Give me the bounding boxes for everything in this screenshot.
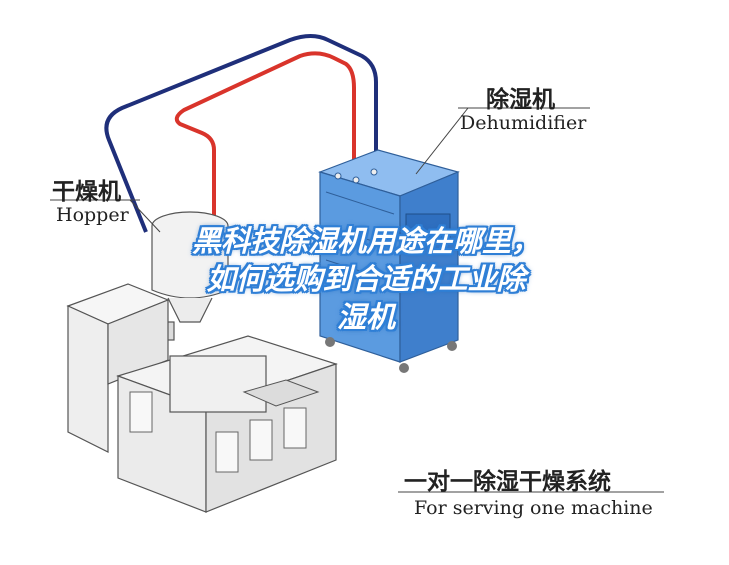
system-label-en: For serving one machine	[414, 497, 653, 519]
dehumidifier-label-en: Dehumidifier	[460, 112, 587, 134]
title-line-3: 湿机	[336, 300, 395, 334]
hopper-label-en: Hopper	[56, 204, 129, 226]
system-label-cn: 一对一除湿干燥系统	[404, 469, 611, 495]
title-line-1: 黑科技除湿机用途在哪里，	[191, 224, 540, 258]
dehumidifier-leader-line	[415, 107, 469, 175]
article-title-overlay: 黑科技除湿机用途在哪里， 如何选购到合适的工业除 湿机	[96, 222, 636, 336]
title-line-2: 如何选购到合适的工业除	[206, 262, 526, 296]
hopper-leader-line	[129, 199, 161, 233]
return-pipe-navy	[104, 34, 378, 233]
molding-machine	[66, 283, 338, 513]
supply-pipe-red	[174, 51, 356, 238]
dehumidifier-unit	[318, 149, 460, 373]
hopper-label-cn: 干燥机	[52, 179, 121, 205]
dehumidifier-label-cn: 除湿机	[486, 87, 555, 113]
